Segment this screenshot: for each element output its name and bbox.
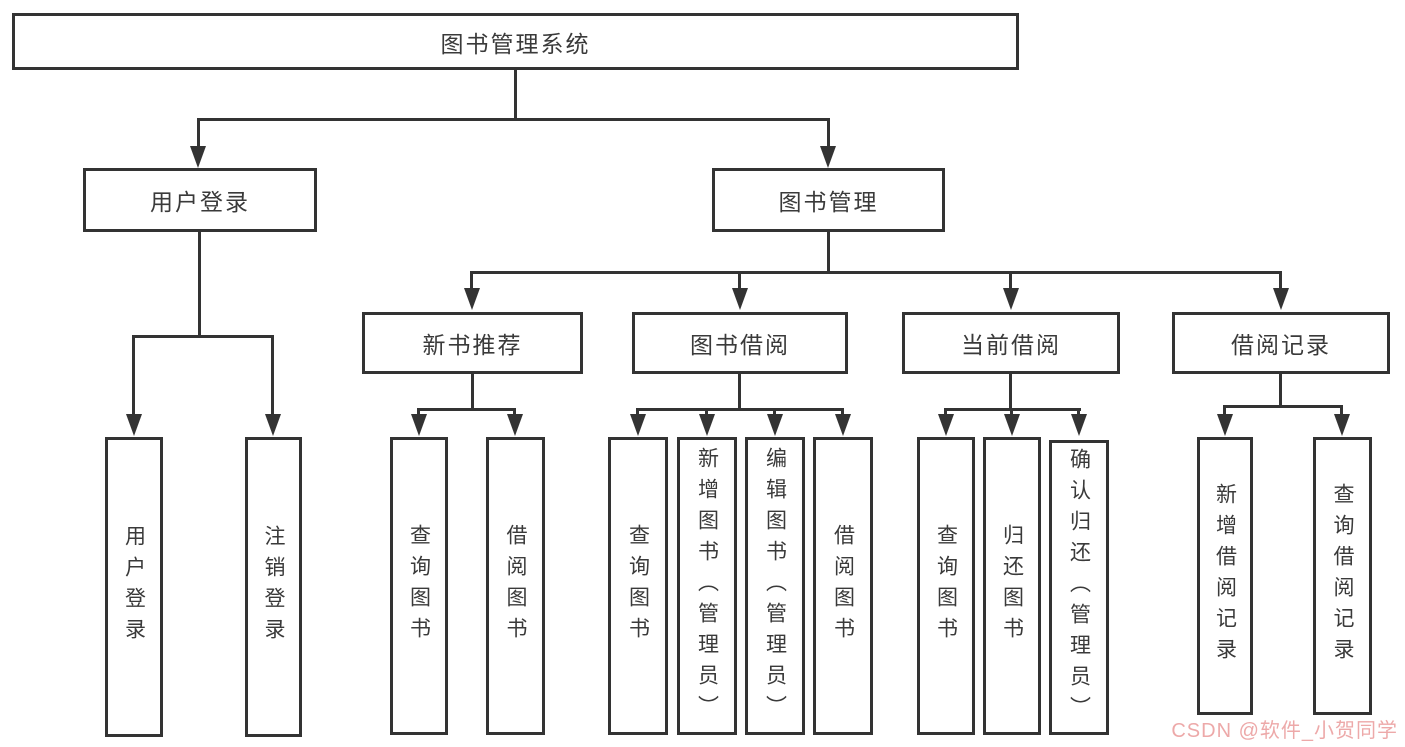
connector-line <box>738 271 741 292</box>
node-label: 图书管理系统 <box>440 30 591 57</box>
connector-line <box>1009 271 1012 292</box>
node-new-book-recommend: 新书推荐 <box>362 312 583 374</box>
leaf-br-query-record: 查询借阅记录 <box>1313 437 1372 715</box>
connector-line <box>513 408 516 416</box>
connector-line <box>1223 405 1343 408</box>
connector-line <box>1340 405 1343 416</box>
connector-line <box>417 408 516 411</box>
node-label: 确认归还（管理员） <box>1067 448 1091 727</box>
connector-line <box>470 271 473 292</box>
connector-line <box>514 69 517 121</box>
connector-line <box>738 374 741 411</box>
node-label: 当前借阅 <box>961 332 1061 358</box>
connector-line <box>1279 271 1282 292</box>
node-label: 归还图书 <box>1000 524 1024 648</box>
leaf-cb-query-books: 查询图书 <box>917 437 975 735</box>
arrowhead-down-icon <box>835 414 851 436</box>
leaf-bb-add-books-admin: 新增图书（管理员） <box>677 437 737 735</box>
arrowhead-down-icon <box>630 414 646 436</box>
node-label: 用户登录 <box>122 525 146 649</box>
connector-line <box>271 335 274 416</box>
connector-line <box>417 408 420 416</box>
connector-line <box>773 408 776 416</box>
arrowhead-down-icon <box>190 146 206 168</box>
node-borrow-records: 借阅记录 <box>1172 312 1390 374</box>
arrowhead-down-icon <box>507 414 523 436</box>
arrowhead-down-icon <box>1003 288 1019 310</box>
node-label: 借阅记录 <box>1231 332 1331 358</box>
connector-line <box>132 335 135 416</box>
arrowhead-down-icon <box>411 414 427 436</box>
leaf-bb-borrow-books: 借阅图书 <box>813 437 873 735</box>
connector-line <box>197 118 830 121</box>
connector-line <box>132 335 273 338</box>
connector-line <box>636 408 639 416</box>
connector-line <box>1223 405 1226 416</box>
arrowhead-down-icon <box>820 146 836 168</box>
leaf-nb-borrow-books: 借阅图书 <box>486 437 545 735</box>
node-root-system: 图书管理系统 <box>12 13 1019 70</box>
node-label: 注销登录 <box>262 525 285 649</box>
leaf-bb-query-books: 查询图书 <box>608 437 668 735</box>
node-label: 编辑图书（管理员） <box>763 446 787 726</box>
connector-line <box>1010 408 1013 416</box>
node-current-borrowing: 当前借阅 <box>902 312 1120 374</box>
connector-line <box>471 374 474 411</box>
connector-line <box>1009 374 1012 411</box>
arrowhead-down-icon <box>699 414 715 436</box>
leaf-logout: 注销登录 <box>245 437 302 737</box>
arrowhead-down-icon <box>1334 414 1350 436</box>
node-label: 查询图书 <box>626 524 650 648</box>
leaf-user-login: 用户登录 <box>105 437 163 737</box>
node-label: 查询图书 <box>407 524 431 648</box>
arrowhead-down-icon <box>732 288 748 310</box>
connector-line <box>197 118 200 148</box>
node-label: 查询图书 <box>934 524 958 648</box>
node-label: 借阅图书 <box>831 524 855 648</box>
node-label: 查询借阅记录 <box>1331 483 1354 669</box>
node-label: 图书借阅 <box>690 332 790 358</box>
connector-line <box>198 232 201 338</box>
arrowhead-down-icon <box>464 288 480 310</box>
node-label: 新增借阅记录 <box>1213 483 1237 669</box>
connector-line <box>1077 408 1080 416</box>
leaf-bb-edit-books-admin: 编辑图书（管理员） <box>745 437 805 735</box>
connector-line <box>944 408 947 416</box>
leaf-cb-return-books: 归还图书 <box>983 437 1041 735</box>
node-user-login: 用户登录 <box>83 168 317 232</box>
connector-line <box>470 271 1282 274</box>
node-book-borrowing: 图书借阅 <box>632 312 848 374</box>
node-label: 用户登录 <box>150 189 250 215</box>
leaf-br-add-record: 新增借阅记录 <box>1197 437 1253 715</box>
arrowhead-down-icon <box>1004 414 1020 436</box>
connector-line <box>827 232 830 274</box>
arrowhead-down-icon <box>938 414 954 436</box>
node-book-management: 图书管理 <box>712 168 945 232</box>
arrowhead-down-icon <box>265 414 281 436</box>
connector-line <box>705 408 708 416</box>
arrowhead-down-icon <box>767 414 783 436</box>
node-label: 图书管理 <box>778 189 879 215</box>
arrowhead-down-icon <box>126 414 142 436</box>
node-label: 新增图书（管理员） <box>695 446 719 726</box>
arrowhead-down-icon <box>1071 414 1087 436</box>
watermark: CSDN @软件_小贺同学 <box>1171 720 1398 742</box>
connector-line <box>1279 374 1282 408</box>
arrowhead-down-icon <box>1217 414 1233 436</box>
arrowhead-down-icon <box>1273 288 1289 310</box>
connector-line <box>827 118 830 148</box>
leaf-cb-confirm-return-admin: 确认归还（管理员） <box>1049 440 1109 735</box>
node-label: 借阅图书 <box>504 524 527 648</box>
leaf-nb-query-books: 查询图书 <box>390 437 448 735</box>
connector-line <box>841 408 844 416</box>
connector-line <box>636 408 844 411</box>
node-label: 新书推荐 <box>422 332 523 358</box>
